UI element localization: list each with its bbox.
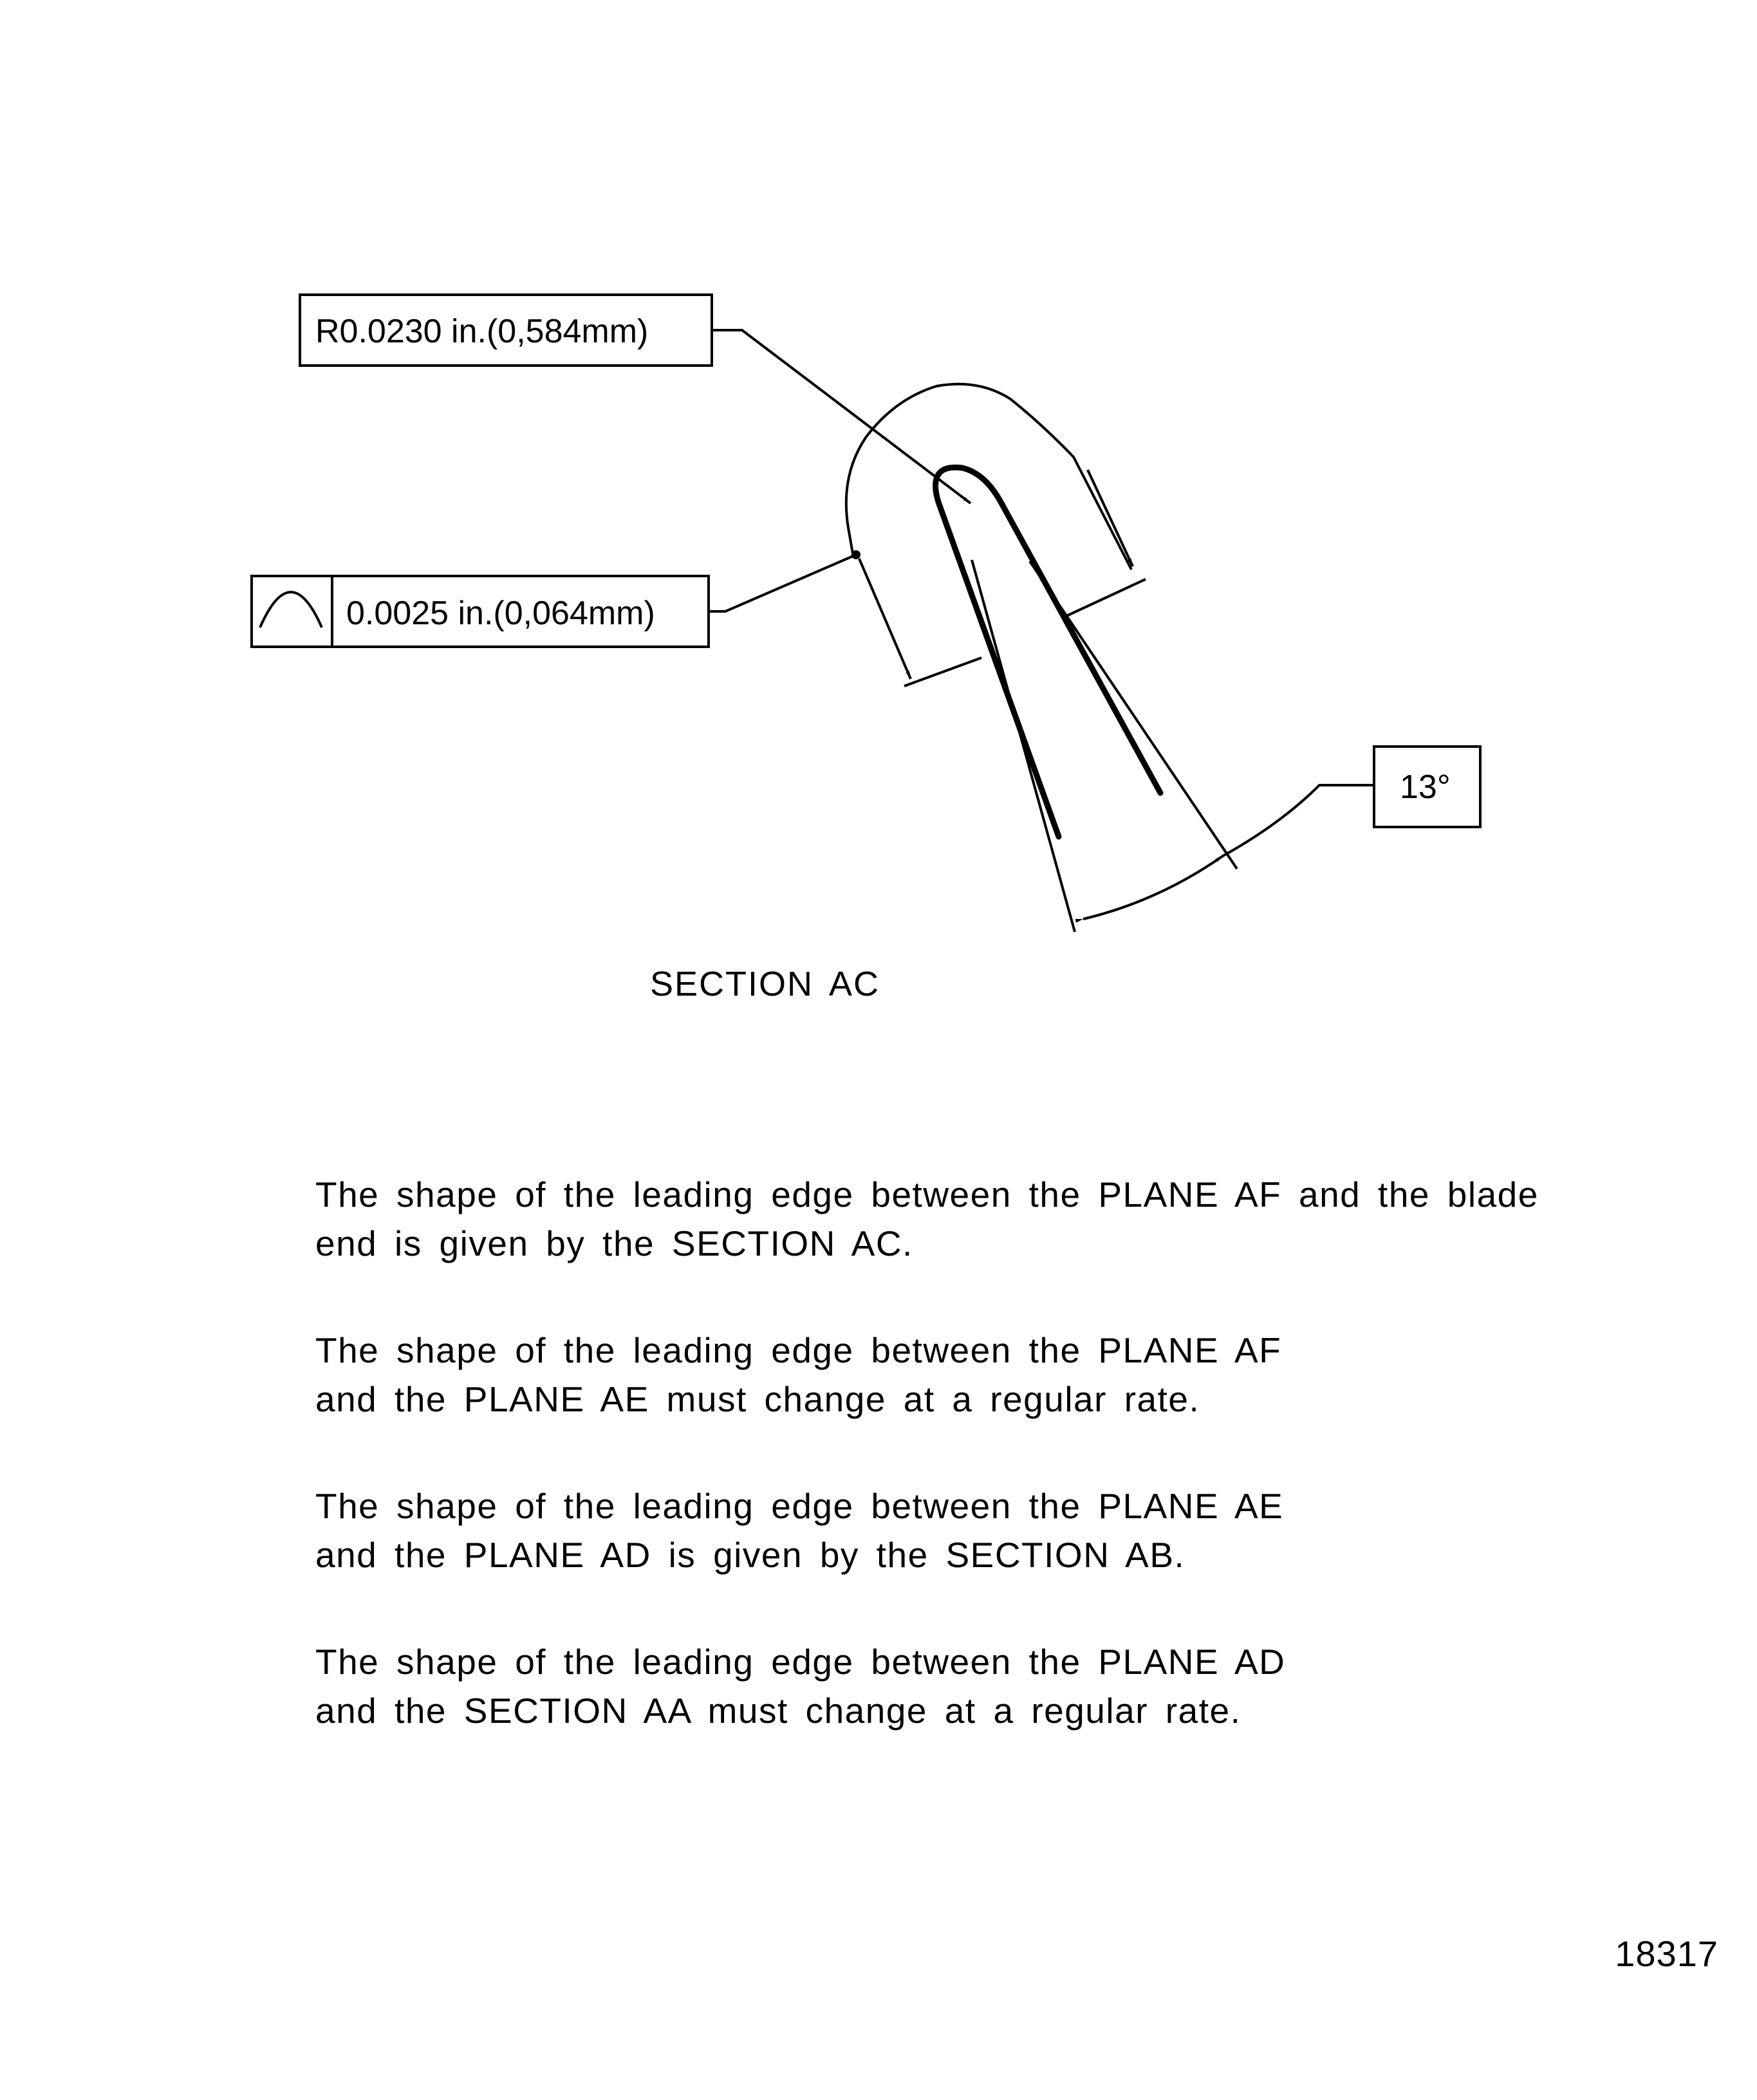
limit-line-left [904, 656, 982, 687]
note-line: and the PLANE AD is given by the SECTION… [315, 1535, 1185, 1575]
angle-extension-left [971, 559, 1076, 933]
tolerance-zone-outline [844, 382, 1133, 570]
limit-line-right [1064, 578, 1146, 618]
drawing-number: 18317 [1615, 1933, 1718, 1974]
note-paragraph: The shape of the leading edge between th… [315, 1170, 1538, 1268]
note-line: and the PLANE AE must change at a regula… [315, 1379, 1200, 1419]
zone-arrow-left [858, 558, 912, 680]
profile-leader-dot [851, 550, 860, 559]
angle-dimension-arc [1075, 855, 1224, 923]
notes-block: The shape of the leading edge between th… [315, 1170, 1538, 1793]
profile-leader-line [709, 553, 857, 613]
note-line: The shape of the leading edge between th… [315, 1175, 1539, 1214]
note-paragraph: The shape of the leading edge between th… [315, 1637, 1538, 1735]
angle-callout-box [1373, 745, 1482, 828]
section-title: SECTION AC [650, 965, 880, 1003]
radius-callout-text: R0.0230 in.(0,584mm) [315, 313, 648, 350]
zone-arrow-right [1086, 469, 1134, 567]
angle-leader-line [1222, 784, 1374, 857]
angle-callout-text: 13° [1400, 768, 1451, 806]
note-line: The shape of the leading edge between th… [315, 1330, 1282, 1370]
angle-extension-right [1028, 560, 1238, 870]
radius-leader-line [712, 329, 972, 505]
note-line: end is given by the SECTION AC. [315, 1223, 913, 1263]
note-paragraph: The shape of the leading edge between th… [315, 1326, 1538, 1424]
profile-tolerance-text: 0.0025 in.(0,064mm) [346, 595, 655, 632]
blade-leading-edge-profile [933, 464, 1164, 840]
note-paragraph: The shape of the leading edge between th… [315, 1482, 1538, 1579]
note-line: and the SECTION AA must change at a regu… [315, 1691, 1241, 1731]
note-line: The shape of the leading edge between th… [315, 1486, 1284, 1526]
note-line: The shape of the leading edge between th… [315, 1642, 1286, 1682]
profile-of-a-line-icon [259, 591, 323, 628]
